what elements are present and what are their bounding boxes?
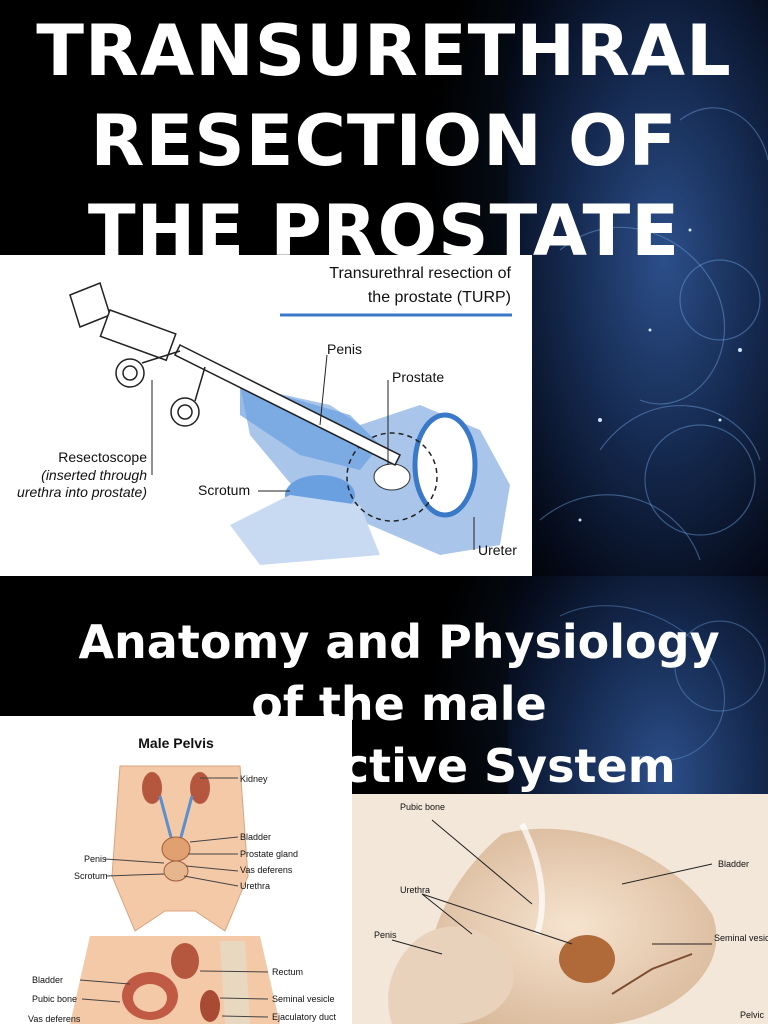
- title-line-1: TRANSURETHRAL: [36, 10, 732, 92]
- pelvis-label-penis: Penis: [84, 854, 107, 864]
- pelvis-label-ejaculatory-duct: Ejaculatory duct: [272, 1012, 337, 1022]
- duct-line: [611, 953, 693, 995]
- resectoscope-instrument: [69, 282, 402, 467]
- pelvis-heading: Male Pelvis: [138, 735, 214, 751]
- photo-label-pubic-bone: Pubic bone: [400, 802, 445, 812]
- pelvis-label-bladder: Bladder: [240, 832, 271, 842]
- slide-anatomy: Anatomy and Physiology of the male Repro…: [0, 576, 768, 1024]
- pelvis-label-urethra: Urethra: [240, 881, 270, 891]
- rectum-shape: [171, 943, 199, 979]
- label-penis: Penis: [327, 341, 362, 357]
- photo-label-seminal-vesicle: Seminal vesicle: [714, 933, 768, 943]
- photo-label-penis: Penis: [374, 930, 397, 940]
- decorative-swirls: [559, 605, 766, 762]
- pelvis-label-vas-deferens-2: Vas deferens: [28, 1014, 81, 1024]
- magnify-circle: [346, 432, 438, 522]
- bladder-inner: [133, 984, 167, 1012]
- anatomy-illustration: Pubic bone Bladder Urethra Penis Seminal…: [352, 794, 768, 1024]
- pelvis-label-pubic-bone: Pubic bone: [32, 994, 77, 1004]
- prostate-shape: [373, 463, 411, 491]
- vesicle-section: [200, 990, 220, 1022]
- pubic-bone-shape: [519, 822, 545, 935]
- pointer-lines: [391, 819, 713, 955]
- bladder-shape: [161, 836, 191, 862]
- kidney-left: [142, 772, 162, 804]
- diagram-heading-1: Transurethral resection of: [329, 265, 511, 282]
- spine-section: [220, 941, 250, 1024]
- title-line-1: Anatomy and Physiology: [78, 615, 720, 669]
- bladder-shape: [412, 412, 478, 518]
- title-line-2: RESECTION OF: [90, 100, 678, 182]
- pelvis-label-seminal-vesicle: Seminal vesicle: [272, 994, 335, 1004]
- pelvis-label-kidney: Kidney: [240, 774, 268, 784]
- pelvis-label-prostate: Prostate gland: [240, 849, 298, 859]
- label-resectoscope-note-2: urethra into prostate): [17, 484, 147, 500]
- slide-turp: TRANSURETHRAL RESECTION OF THE PROSTATE …: [0, 0, 768, 576]
- label-resectoscope: Resectoscope: [58, 449, 147, 465]
- penis-shape: [388, 926, 514, 1024]
- decorative-swirls: [539, 107, 768, 561]
- label-scrotum: Scrotum: [198, 482, 250, 498]
- slide-title: TRANSURETHRAL RESECTION OF THE PROSTATE: [0, 6, 768, 276]
- pelvis-label-bladder-2: Bladder: [32, 975, 63, 985]
- scrotum-shape: [163, 860, 189, 882]
- label-resectoscope-note-1: (inserted through: [41, 467, 147, 483]
- pelvis-label-rectum: Rectum: [272, 967, 303, 977]
- leg-shape: [230, 495, 380, 565]
- male-pelvis-diagram: Male Pelvis Kidney Bladder Prostate glan…: [0, 716, 352, 1024]
- ureters: [158, 795, 194, 842]
- kidney-right: [190, 772, 210, 804]
- pelvis-label-scrotum: Scrotum: [74, 871, 108, 881]
- diagram-heading-2: the prostate (TURP): [368, 289, 511, 306]
- label-prostate: Prostate: [392, 369, 444, 385]
- photo-label-pelvic: Pelvic: [740, 1010, 765, 1020]
- photo-label-urethra: Urethra: [400, 885, 430, 895]
- photo-label-bladder: Bladder: [718, 859, 749, 869]
- prostate-shape: [559, 935, 615, 983]
- turp-diagram: Transurethral resection of the prostate …: [0, 255, 532, 576]
- label-ureter: Ureter: [478, 542, 517, 558]
- pelvis-label-vas-deferens: Vas deferens: [240, 865, 293, 875]
